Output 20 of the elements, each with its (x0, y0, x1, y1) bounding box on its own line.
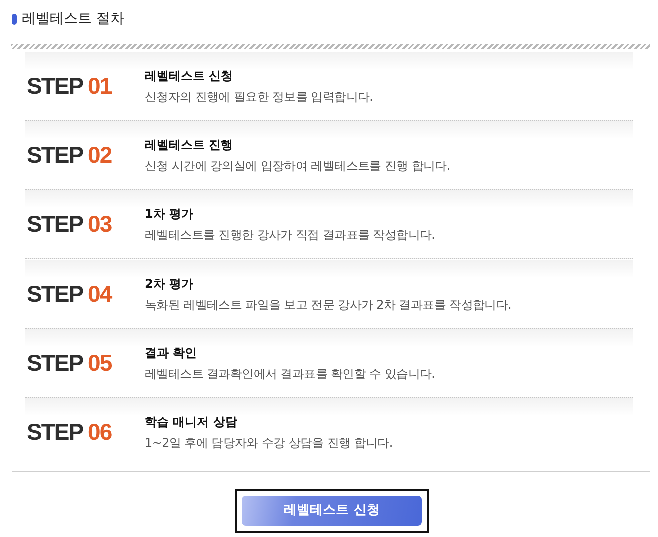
step-title: 학습 매니저 상담 (145, 414, 238, 430)
step-number: STEP 01 (27, 73, 112, 99)
step-title: 레벨테스트 신청 (145, 68, 234, 84)
step-number: STEP 05 (27, 350, 112, 376)
step-title: 2차 평가 (145, 276, 194, 292)
step-number: STEP 03 (27, 211, 112, 237)
step-description: 레벨테스트를 진행한 강사가 직접 결과표를 작성합니다. (145, 227, 436, 243)
step-description: 신청 시간에 강의실에 입장하여 레벨테스트를 진행 합니다. (145, 158, 450, 174)
step-title: 결과 확인 (145, 345, 198, 361)
section-title: 레벨테스트 절차 (22, 10, 124, 28)
apply-button: 레벨테스트 신청 (235, 489, 429, 533)
step-number: STEP 06 (27, 419, 112, 445)
step-title: 레벨테스트 진행 (145, 137, 234, 153)
step-description: 1~2일 후에 담당자와 수강 상담을 진행 합니다. (145, 435, 393, 451)
step-number: STEP 02 (27, 142, 112, 168)
step-number: STEP 04 (27, 281, 112, 307)
step-title: 1차 평가 (145, 206, 194, 222)
step-description: 녹화된 레벨테스트 파일을 보고 전문 강사가 2차 결과표를 작성합니다. (145, 297, 512, 313)
step-description: 신청자의 진행에 필요한 정보를 입력합니다. (145, 89, 374, 105)
step-description: 레벨테스트 결과확인에서 결과표를 확인할 수 있습니다. (145, 366, 436, 382)
